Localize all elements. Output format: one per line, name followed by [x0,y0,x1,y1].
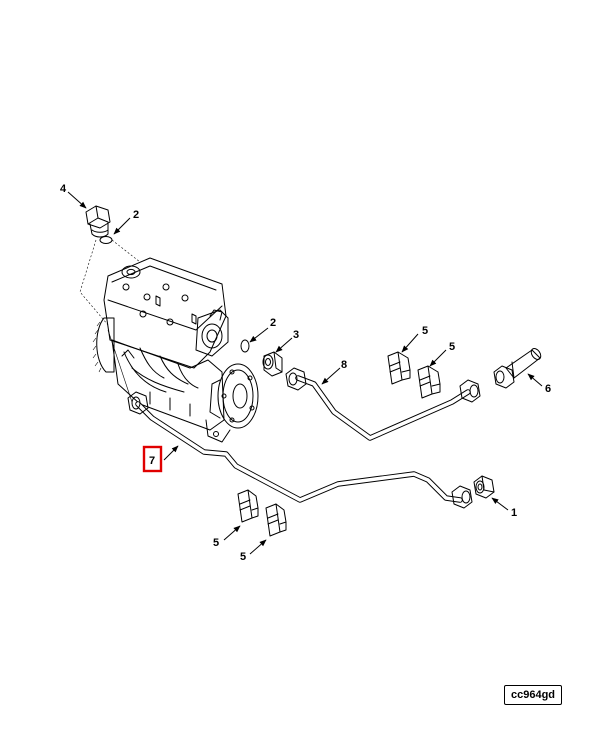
clip-upper-right [417,365,441,399]
callout-7: 7 [149,455,155,467]
fitting-1 [473,475,495,499]
callout-1: 1 [511,507,517,519]
callout-8: 8 [341,359,347,371]
clip-upper-left [387,351,411,385]
end-cover [209,363,259,429]
callout-5-lower-right: 5 [240,551,246,563]
clip-lower-left [237,489,259,523]
tube-8 [285,367,481,441]
clip-lower-right [265,503,287,537]
fitting-3 [262,351,283,377]
callout-2-right: 2 [270,317,276,329]
callout-5-lower-left: 5 [213,537,219,549]
callout-2-top: 2 [133,209,139,221]
callout-7-highlight-box [142,445,163,473]
callout-5-upper-right: 5 [449,341,455,353]
o-ring-right [240,339,250,353]
callout-3: 3 [293,329,299,341]
fitting-6 [493,348,542,389]
callout-6: 6 [545,383,551,395]
o-ring-top [99,236,113,244]
drive-gear [92,317,115,373]
figure-reference-code: cc964gd [504,685,562,705]
tube-7 [127,391,473,509]
air-compressor [79,239,259,443]
callout-4: 4 [60,183,67,195]
callout-5-upper-left: 5 [422,325,428,337]
fitting-top-4 [85,205,111,238]
